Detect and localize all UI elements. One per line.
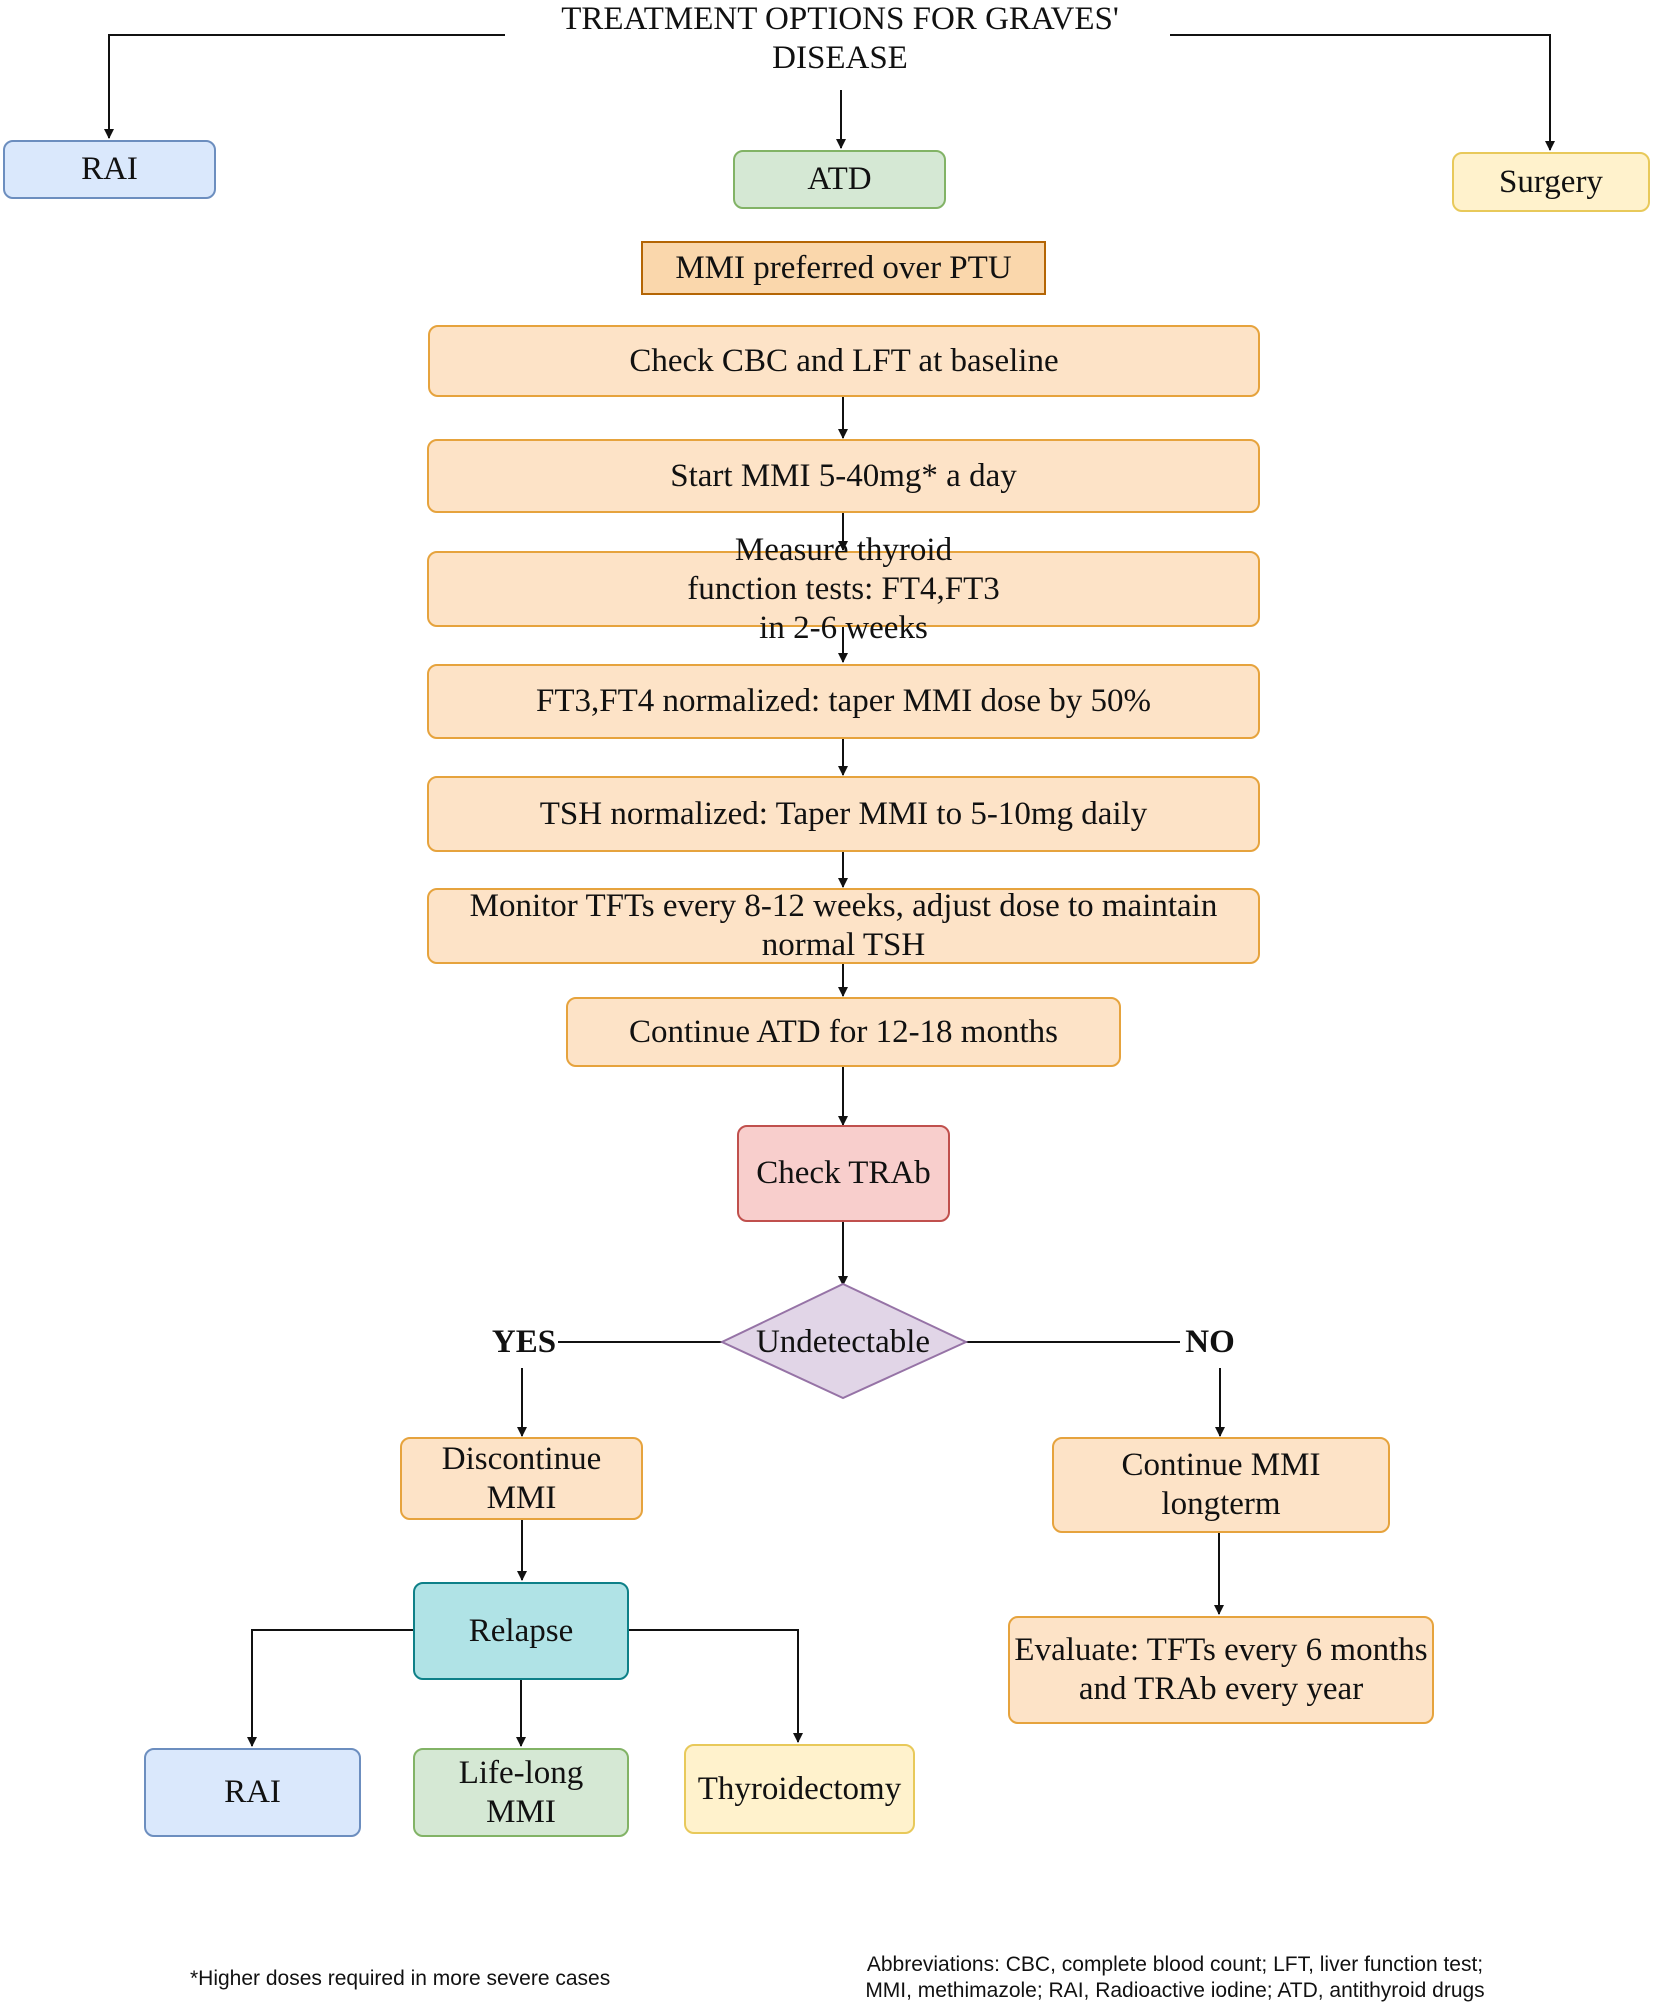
- yes-label: YES: [491, 1324, 557, 1360]
- arrow-to-surgery: [1170, 34, 1555, 151]
- relapse: Relapse: [413, 1582, 629, 1680]
- step-check-cbc-lft: Check CBC and LFT at baseline: [428, 325, 1260, 397]
- step-ft-normalized: FT3,FT4 normalized: taper MMI dose by 50…: [427, 664, 1260, 739]
- step-monitor-tfts: Monitor TFTs every 8-12 weeks, adjust do…: [427, 888, 1260, 964]
- arrow-to-rai-top: [104, 34, 505, 139]
- check-trab: Check TRAb: [737, 1125, 950, 1222]
- decision-diamond: [719, 1282, 969, 1400]
- decision-label: Undetectable: [755, 1323, 931, 1360]
- step-start-mmi: Start MMI 5-40mg* a day: [427, 439, 1260, 513]
- abbreviations-note: Abbreviations: CBC, complete blood count…: [865, 1953, 1485, 2002]
- relapse-option-thyroidectomy: Thyroidectomy: [684, 1744, 915, 1834]
- step-continue-atd: Continue ATD for 12-18 months: [566, 997, 1121, 1067]
- relapse-option-rai: RAI: [144, 1748, 361, 1837]
- footnote-higher-doses: *Higher doses required in more severe ca…: [190, 1967, 611, 1990]
- arrow-relapse-rai: [247, 1629, 413, 1747]
- step-measure-tfts: Measure thyroid function tests: FT4,FT3 …: [427, 532, 1260, 646]
- mmi-preferred-note: MMI preferred over PTU: [641, 241, 1046, 295]
- page-title: TREATMENT OPTIONS FOR GRAVES' DISEASE: [561, 1, 1119, 76]
- option-rai-top: RAI: [3, 140, 216, 199]
- continue-mmi-longterm: Continue MMI longterm: [1052, 1437, 1390, 1533]
- discontinue-mmi: Discontinue MMI: [400, 1437, 643, 1520]
- option-surgery: Surgery: [1452, 152, 1650, 212]
- step-tsh-normalized: TSH normalized: Taper MMI to 5-10mg dail…: [427, 776, 1260, 852]
- option-atd: ATD: [733, 150, 946, 209]
- relapse-option-lifelong-mmi: Life-long MMI: [413, 1748, 629, 1837]
- evaluate-tfts-trab: Evaluate: TFTs every 6 months and TRAb e…: [1008, 1616, 1434, 1724]
- arrow-relapse-thyroidectomy: [629, 1629, 803, 1743]
- no-label: NO: [1185, 1324, 1235, 1360]
